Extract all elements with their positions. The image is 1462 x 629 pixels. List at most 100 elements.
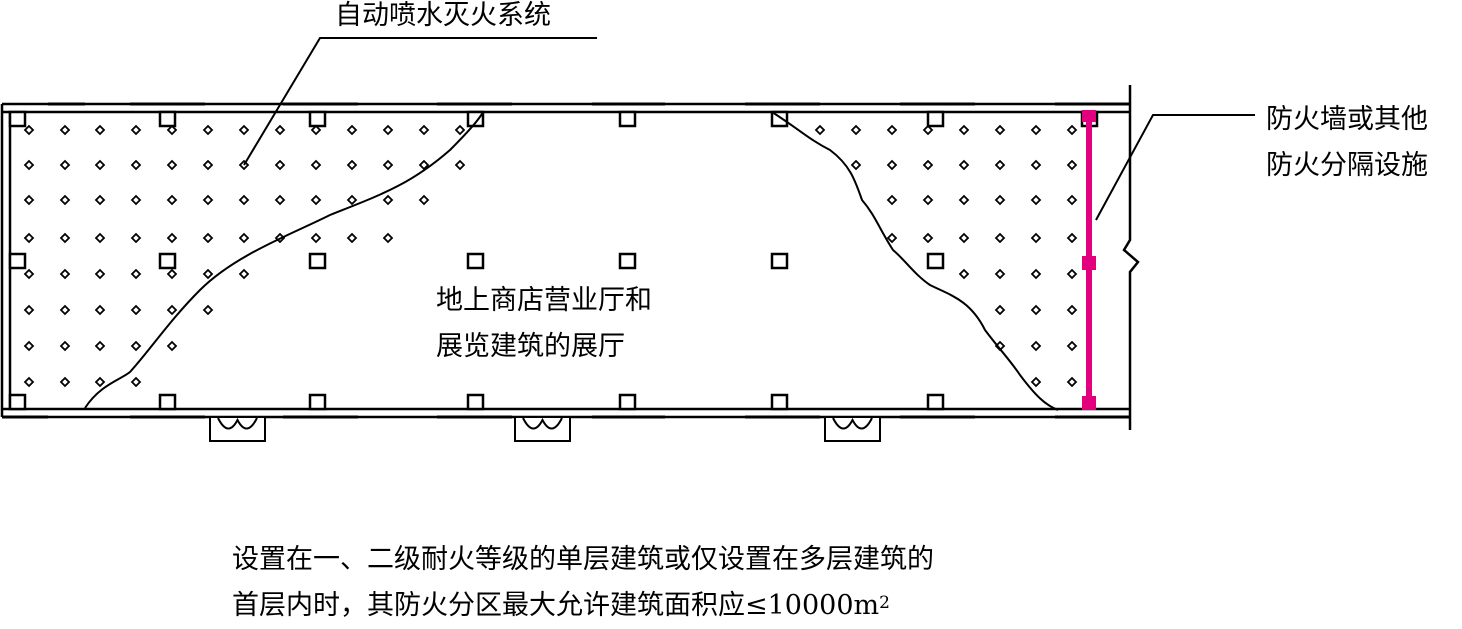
- sprinkler-head-icon: [59, 232, 71, 244]
- sprinkler-head-icon: [346, 159, 358, 171]
- sprinkler-head-icon: [994, 124, 1006, 136]
- sprinkler-head-icon: [166, 304, 178, 316]
- sprinkler-head-icon: [958, 268, 970, 280]
- sprinkler-head-icon: [94, 124, 106, 136]
- column: [618, 393, 637, 411]
- wall-segments: [2, 102, 1130, 419]
- firewall-label: 防火墙或其他 防火分隔设施: [1266, 97, 1428, 189]
- sprinkler-head-icon: [850, 159, 862, 171]
- column: [926, 252, 945, 270]
- sprinkler-head-icon: [166, 268, 178, 280]
- sprinkler-head-icon: [1066, 124, 1078, 136]
- sprinkler-head-icon: [922, 194, 934, 206]
- sprinkler-head-icon: [994, 194, 1006, 206]
- hall-label: 地上商店营业厅和 展览建筑的展厅: [436, 278, 652, 370]
- sprinkler-head-icon: [202, 268, 214, 280]
- sprinkler-label-text: 自动喷水灭火系统: [335, 0, 551, 31]
- sprinkler-head-icon: [1030, 304, 1042, 316]
- sprinkler-head-icon: [310, 124, 322, 136]
- sprinkler-system-label: 自动喷水灭火系统: [335, 0, 551, 39]
- column: [618, 110, 637, 128]
- sprinkler-head-icon: [166, 159, 178, 171]
- sprinkler-head-icon: [1066, 232, 1078, 244]
- column: [466, 252, 485, 270]
- firewall-leader: [1095, 114, 1255, 221]
- sprinkler-head-icon: [23, 376, 35, 388]
- caption: 设置在一、二级耐火等级的单层建筑或仅设置在多层建筑的 首层内时，其防火分区最大允…: [232, 537, 934, 629]
- sprinkler-heads: [23, 124, 1078, 388]
- sprinkler-head-icon: [202, 159, 214, 171]
- sprinkler-head-icon: [1030, 268, 1042, 280]
- sprinkler-head-icon: [130, 194, 142, 206]
- column: [770, 252, 789, 270]
- sprinkler-head-icon: [1030, 124, 1042, 136]
- sprinkler-head-icon: [1030, 340, 1042, 352]
- hall-label-line1: 地上商店营业厅和: [436, 285, 652, 316]
- sprinkler-head-icon: [814, 124, 826, 136]
- sprinkler-head-icon: [1066, 304, 1078, 316]
- caption-line2-text: 首层内时，其防火分区最大允许建筑面积应≤10000m: [232, 590, 880, 621]
- column: [158, 393, 177, 411]
- sprinkler-head-icon: [958, 159, 970, 171]
- sprinkler-head-icon: [130, 124, 142, 136]
- sprinkler-head-icon: [310, 232, 322, 244]
- column: [8, 252, 27, 270]
- sprinkler-head-icon: [418, 194, 430, 206]
- sprinkler-head-icon: [1066, 268, 1078, 280]
- caption-line2: 首层内时，其防火分区最大允许建筑面积应≤10000m2: [232, 583, 934, 629]
- sprinkler-head-icon: [1030, 376, 1042, 388]
- sprinkler-head-icon: [94, 194, 106, 206]
- sprinkler-head-icon: [202, 124, 214, 136]
- sprinkler-head-icon: [238, 268, 250, 280]
- sprinkler-head-icon: [130, 232, 142, 244]
- column: [8, 393, 27, 411]
- sprinkler-head-icon: [130, 304, 142, 316]
- sprinkler-head-icon: [274, 194, 286, 206]
- sprinkler-head-icon: [1030, 159, 1042, 171]
- sprinkler-head-icon: [958, 232, 970, 244]
- sprinkler-head-icon: [94, 268, 106, 280]
- sprinkler-head-icon: [130, 340, 142, 352]
- sprinkler-head-icon: [418, 124, 430, 136]
- sprinkler-head-icon: [23, 304, 35, 316]
- sprinkler-head-icon: [922, 124, 934, 136]
- sprinkler-head-icon: [1030, 232, 1042, 244]
- firewall-line: [1082, 110, 1096, 410]
- sprinkler-head-icon: [994, 304, 1006, 316]
- sprinkler-head-icon: [166, 232, 178, 244]
- caption-superscript: 2: [879, 593, 890, 613]
- caption-line1: 设置在一、二级耐火等级的单层建筑或仅设置在多层建筑的: [232, 544, 934, 575]
- column: [308, 110, 327, 128]
- sprinkler-head-icon: [23, 232, 35, 244]
- sprinkler-head-icon: [94, 340, 106, 352]
- sprinkler-head-icon: [274, 124, 286, 136]
- sprinkler-head-icon: [59, 194, 71, 206]
- column: [466, 393, 485, 411]
- sprinkler-head-icon: [166, 340, 178, 352]
- leader-lines: [243, 37, 1255, 221]
- sprinkler-head-icon: [59, 159, 71, 171]
- sprinkler-head-icon: [382, 124, 394, 136]
- column: [926, 110, 945, 128]
- sprinkler-head-icon: [130, 376, 142, 388]
- sprinkler-head-icon: [958, 124, 970, 136]
- sprinkler-head-icon: [23, 194, 35, 206]
- sprinkler-head-icon: [166, 194, 178, 206]
- sprinkler-head-icon: [382, 232, 394, 244]
- column: [618, 252, 637, 270]
- sprinkler-head-icon: [886, 194, 898, 206]
- sprinkler-head-icon: [454, 159, 466, 171]
- sprinkler-head-icon: [94, 159, 106, 171]
- sprinkler-head-icon: [886, 159, 898, 171]
- sprinkler-head-icon: [886, 124, 898, 136]
- sprinkler-head-icon: [23, 268, 35, 280]
- sprinkler-head-icon: [238, 194, 250, 206]
- sprinkler-head-icon: [59, 124, 71, 136]
- sprinkler-head-icon: [23, 124, 35, 136]
- firewall-label-line1: 防火墙或其他: [1266, 104, 1428, 135]
- column: [308, 393, 327, 411]
- sprinkler-head-icon: [166, 124, 178, 136]
- sprinkler-head-icon: [238, 124, 250, 136]
- column: [8, 110, 27, 128]
- sprinkler-head-icon: [310, 194, 322, 206]
